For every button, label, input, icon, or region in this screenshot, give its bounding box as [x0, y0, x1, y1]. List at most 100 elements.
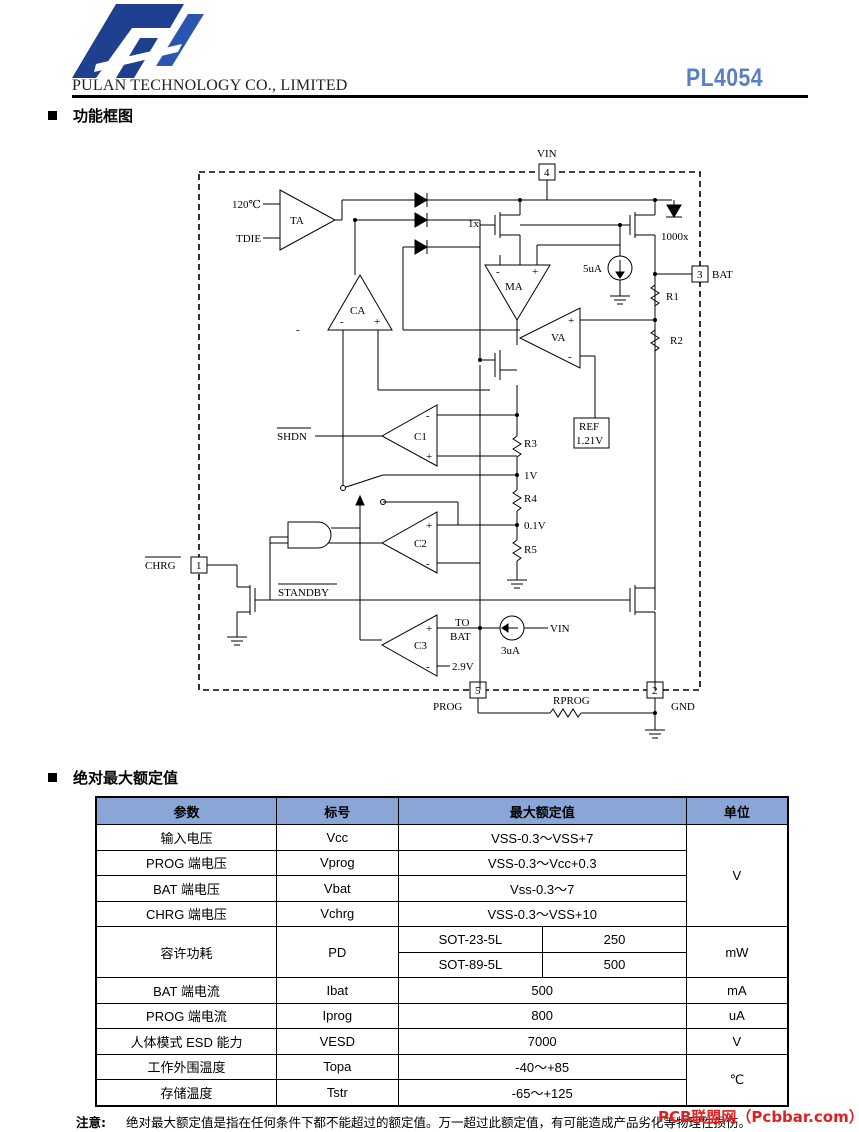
c2-plus-sign: + [426, 520, 432, 532]
table-row: 人体模式 ESD 能力 VESD 7000 V [95, 1028, 789, 1055]
company-name: PULAN TECHNOLOGY CO., LIMITED [72, 77, 348, 94]
note-text: 绝对最大额定值是指在任何条件下都不能超过的额定值。万一超过此额定值，有可能造成产… [126, 1115, 752, 1130]
label-gnd: GND [671, 701, 695, 713]
cell-unit: ℃ [685, 1053, 789, 1106]
cell-unit: uA [685, 1002, 789, 1029]
label-temp: 120℃ [232, 199, 261, 211]
table-row: 容许功耗 PD SOT-23-5L 250 mW [95, 926, 789, 978]
cell-unit: V [685, 824, 789, 927]
cell-symbol: Vcc [275, 824, 399, 851]
va-minus-sign: - [568, 351, 572, 363]
cell-param: 输入电压 [95, 824, 277, 851]
cell-unit: mA [685, 977, 789, 1004]
cell-value: 500 [542, 951, 687, 978]
c1-minus-sign: - [426, 410, 430, 422]
label-va: VA [551, 332, 566, 344]
cell-value: 250 [542, 926, 687, 953]
block-diagram: VIN 4 3 BAT 1 5 2 120℃ TDIE TA 1x 1000x … [145, 148, 733, 739]
bullet-square-icon [48, 773, 57, 782]
c3-minus-sign: - [426, 661, 430, 673]
pin1-number: 1 [196, 560, 202, 572]
label-29v: 2.9V [452, 661, 474, 673]
company-logo [72, 4, 204, 78]
pin4-number: 4 [544, 167, 550, 179]
cell-value: VSS-0.3～VSS+7 [397, 824, 687, 851]
ca-plus-sign: + [374, 316, 380, 328]
section-title: 功能框图 [73, 107, 134, 125]
ca-minus-sign: - [340, 316, 344, 328]
cell-value: 800 [397, 1002, 687, 1029]
cell-package: SOT-23-5L [397, 926, 544, 953]
cell-symbol: Vchrg [275, 900, 399, 927]
label-to-bat: BAT [450, 631, 471, 643]
label-vin: VIN [537, 148, 557, 160]
pin2-number: 2 [652, 685, 658, 697]
section-title: 绝对最大额定值 [73, 769, 179, 787]
cell-param: 容许功耗 [95, 926, 277, 978]
label-ma: MA [505, 281, 523, 293]
cell-value: VSS-0.3～VSS+10 [397, 900, 687, 927]
cell-symbol: Iprog [275, 1002, 399, 1029]
cell-param: 工作外围温度 [95, 1053, 277, 1080]
label-bat: BAT [712, 269, 733, 281]
cell-param: PROG 端电压 [95, 849, 277, 876]
label-r4: R4 [524, 493, 537, 505]
part-number: PL4054 [686, 64, 763, 92]
cell-param: BAT 端电压 [95, 875, 277, 902]
label-c1: C1 [414, 431, 427, 443]
cell-param: BAT 端电流 [95, 977, 277, 1004]
section-heading-block-diagram: 功能框图 [48, 105, 133, 126]
table-header-row: 参数 标号 最大额定值 单位 [95, 796, 789, 825]
cell-symbol: Ibat [275, 977, 399, 1004]
label-1v: 1V [524, 470, 538, 482]
cell-param: PROG 端电流 [95, 1002, 277, 1029]
header-param: 参数 [95, 796, 277, 825]
label-c2: C2 [414, 538, 427, 550]
cell-value: -65～+125 [397, 1079, 687, 1106]
pin3-number: 3 [697, 269, 703, 281]
label-r5: R5 [524, 544, 537, 556]
label-rprog: RPROG [553, 695, 590, 707]
pin5-number: 5 [475, 685, 481, 697]
label-r1: R1 [666, 291, 679, 303]
label-chrg: CHRG [145, 560, 176, 572]
cell-symbol: Tstr [275, 1079, 399, 1106]
ma-plus-sign: + [532, 266, 538, 278]
cell-param: 人体模式 ESD 能力 [95, 1028, 277, 1055]
cell-param: CHRG 端电压 [95, 900, 277, 927]
label-shdn: SHDN [277, 431, 307, 443]
table-row: 存储温度 Tstr -65～+125 [95, 1079, 788, 1106]
table-row: BAT 端电流 Ibat 500 mA [95, 977, 789, 1004]
cell-symbol: Vprog [275, 849, 399, 876]
label-ref-voltage: 1.21V [576, 435, 603, 447]
label-standby: STANDBY [278, 587, 329, 599]
va-plus-sign: + [568, 315, 574, 327]
note-label: 注意: [76, 1115, 106, 1130]
abs-max-ratings-table: 参数 标号 最大额定值 单位 输入电压 Vcc VSS-0.3～VSS+7 V … [95, 796, 789, 1107]
section-heading-abs-max: 绝对最大额定值 [48, 767, 178, 788]
label-r3: R3 [524, 438, 537, 450]
cell-symbol: Topa [275, 1053, 399, 1080]
ma-minus-sign: - [496, 266, 500, 278]
table-row: PROG 端电流 Iprog 800 uA [95, 1002, 789, 1029]
label-tdie: TDIE [236, 233, 261, 245]
cell-param: 存储温度 [95, 1079, 277, 1106]
label-prog: PROG [433, 701, 462, 713]
table-row: 输入电压 Vcc VSS-0.3～VSS+7 V [95, 824, 789, 927]
header-symbol: 标号 [275, 796, 399, 825]
header-max-rating: 最大额定值 [397, 796, 687, 825]
label-5ua: 5uA [583, 263, 602, 275]
cell-symbol: VESD [275, 1028, 399, 1055]
label-ref: REF [579, 421, 599, 433]
label-ta: TA [290, 215, 304, 227]
label-c3: C3 [414, 640, 427, 652]
label-r2: R2 [670, 335, 683, 347]
cell-unit: mW [685, 926, 789, 978]
table-row: PROG 端电压 Vprog VSS-0.3～Vcc+0.3 [95, 849, 788, 876]
label-01v: 0.1V [524, 520, 546, 532]
header-rule [72, 95, 808, 98]
label-1000x: 1000x [661, 231, 689, 243]
cell-value: 500 [397, 977, 687, 1004]
cell-value: -40～+85 [397, 1053, 687, 1080]
bullet-square-icon [48, 111, 57, 120]
